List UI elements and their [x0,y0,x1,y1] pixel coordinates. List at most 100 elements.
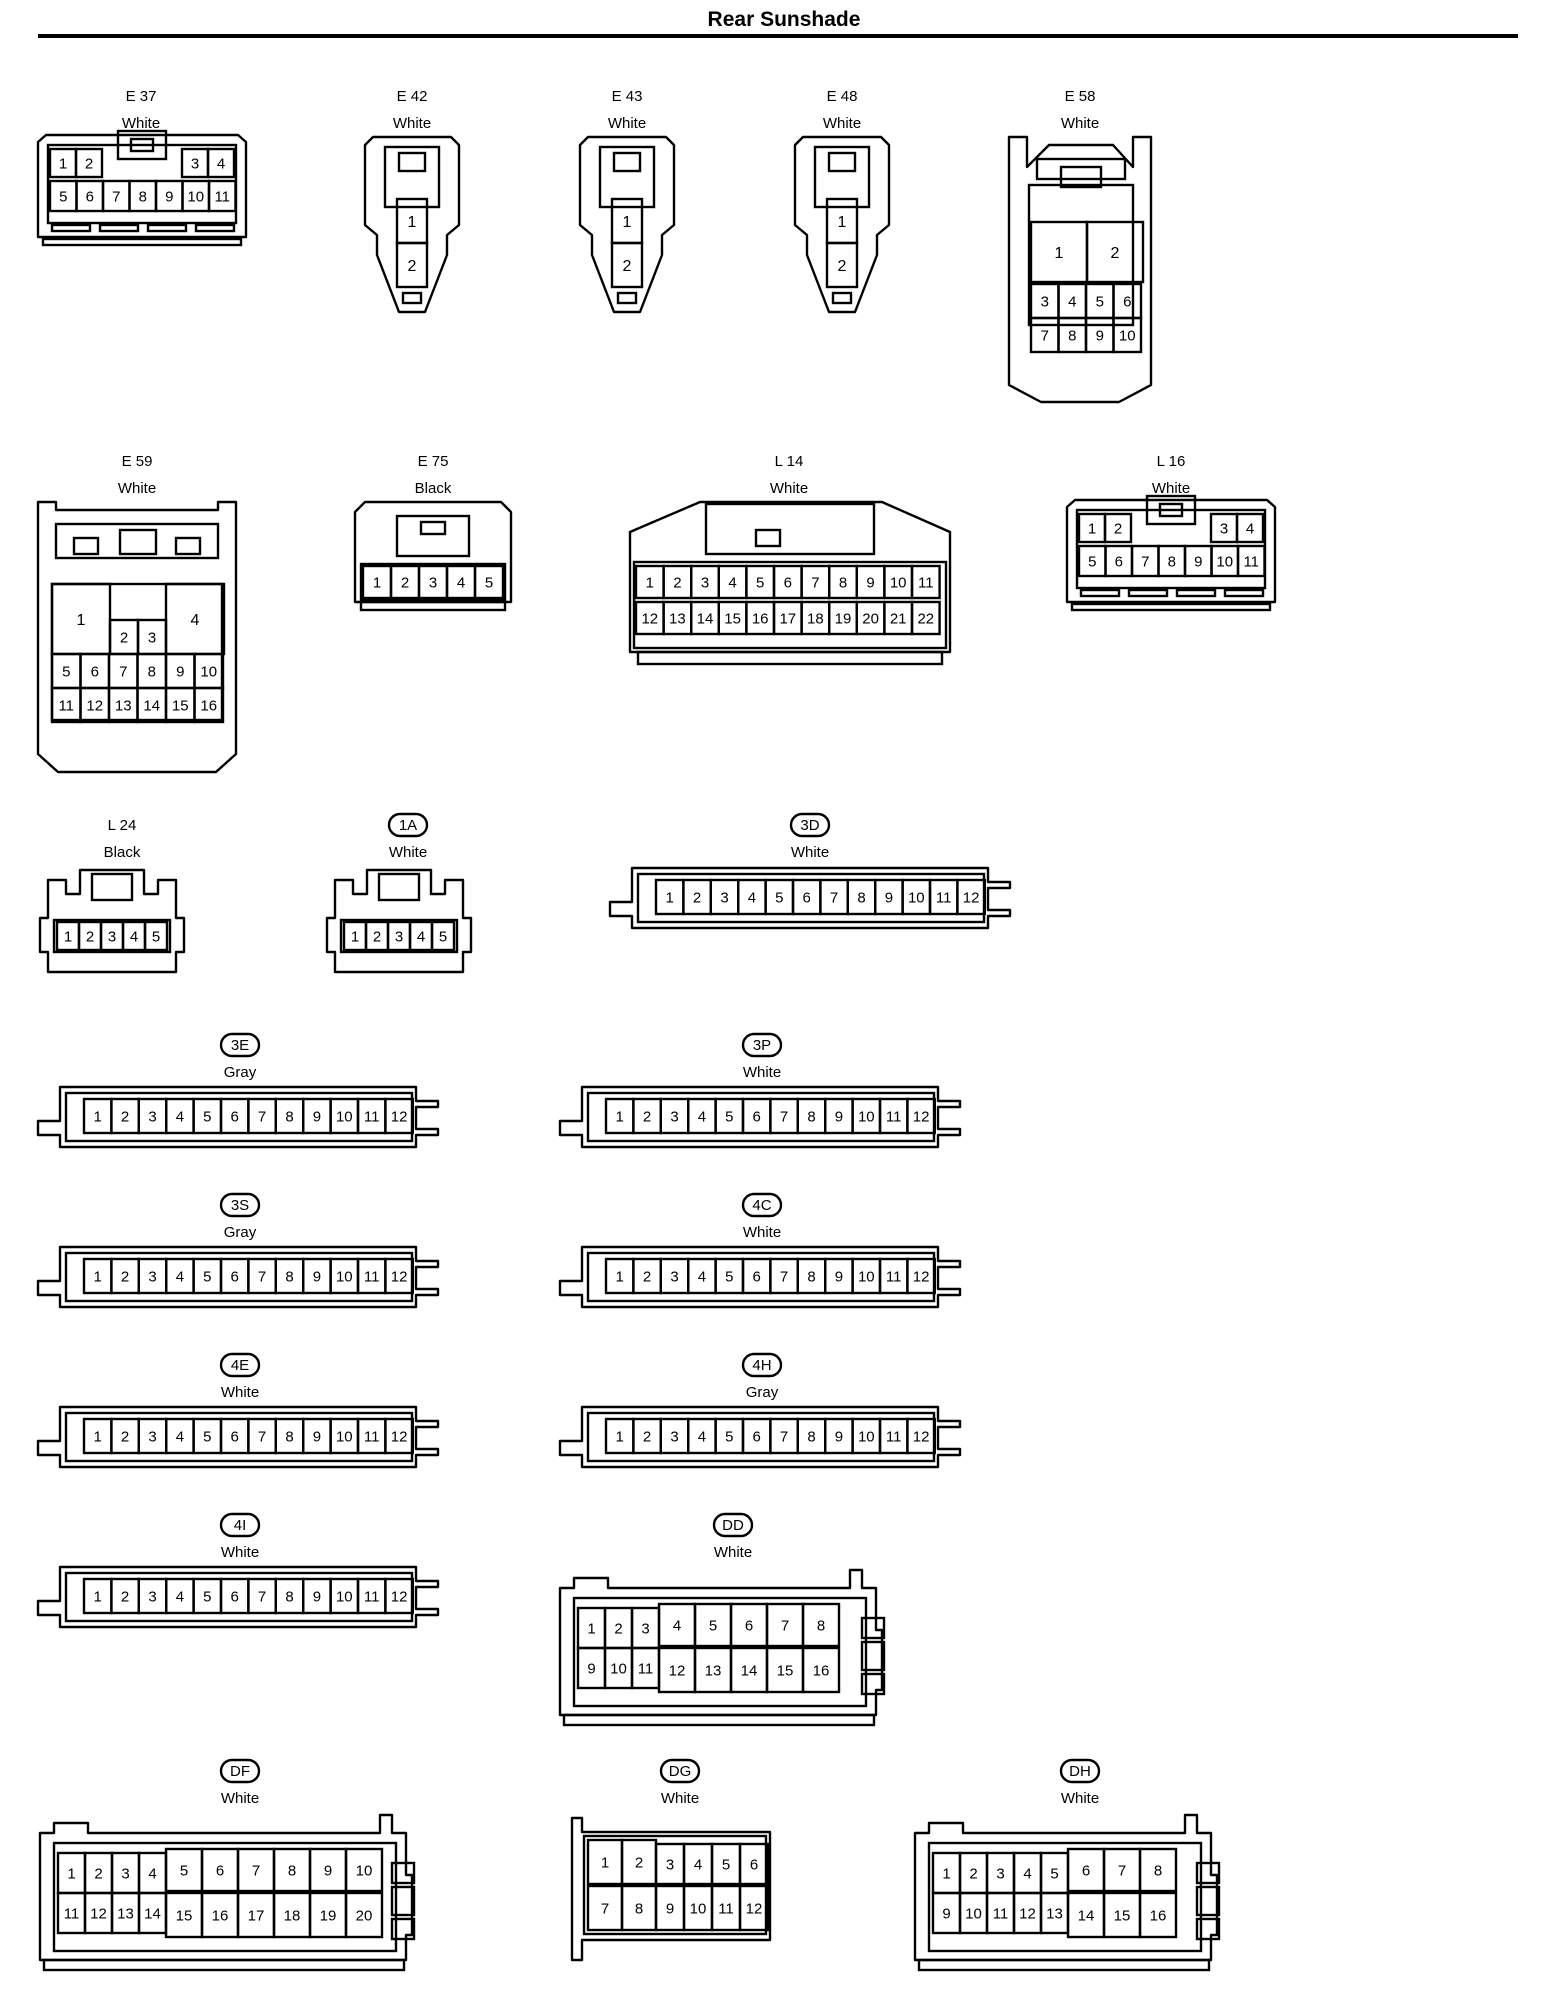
pin-number: 3 [1041,293,1049,310]
lock-slot [390,1917,416,1941]
latch [813,145,871,209]
pin-number: 8 [807,1108,815,1125]
pin-number: 6 [86,188,94,205]
pin-number: 5 [1088,553,1096,570]
pin-number: 6 [750,1856,758,1873]
pin-number: 8 [285,1588,293,1605]
connector-code: L 14 [775,453,804,470]
connector-code: E 43 [612,88,643,105]
pin-number: 8 [285,1268,293,1285]
connector-color: White [118,480,156,497]
connector-code: 4E [231,1357,249,1374]
pin-number: 4 [694,1856,702,1873]
pin-number: 11 [1243,553,1259,570]
pin-number: 1 [601,1854,609,1871]
pin-number: 14 [697,610,714,627]
pin-number: 6 [231,1108,239,1125]
pin-number: 6 [753,1108,761,1125]
pin-number: 11 [936,889,952,906]
pin-number: 8 [285,1428,293,1445]
housing-outline [578,135,676,314]
connector-color: White [791,844,829,861]
housing-outline [558,1085,962,1149]
connector-code: E 75 [418,453,449,470]
pin-number: 9 [1194,553,1202,570]
connector-code-oval [741,1192,783,1218]
pin-number: 15 [777,1662,794,1679]
connector-code-oval [712,1512,754,1538]
pin-number: 4 [176,1108,184,1125]
connector-code: DG [669,1763,692,1780]
pin-number: 12 [391,1428,408,1445]
pin-number: 8 [817,1617,825,1634]
housing-outline [608,866,1012,930]
latch [90,872,134,902]
pin-number: 20 [356,1907,373,1924]
pin-number: 11 [886,1268,902,1285]
pin-number: 9 [176,663,184,680]
pin-number: 2 [673,574,681,591]
pin-number: 6 [1082,1862,1090,1879]
connector-code: E 58 [1065,88,1096,105]
pin-number: 4 [1246,520,1254,537]
pin-number: 7 [258,1428,266,1445]
pin-number: 2 [85,155,93,172]
lock-slot [616,291,638,305]
pin-cell [801,1602,841,1648]
pin-number: 1 [1055,245,1064,262]
connector-color: White [608,115,646,132]
pin-number: 3 [1220,520,1228,537]
pin-number: 6 [803,889,811,906]
connector-color: White [714,1544,752,1561]
pin-number: 12 [913,1428,930,1445]
pin-number: 9 [165,188,173,205]
pin-number: 10 [890,574,907,591]
pin-number: 10 [187,188,204,205]
connector-code: 3E [231,1037,249,1054]
pin-number: 12 [1019,1905,1036,1922]
pin-cell [738,1884,770,1932]
pin-number: 1 [59,155,67,172]
lock-slot [860,1672,886,1696]
pin-number: 6 [231,1588,239,1605]
pin-cell [906,1417,937,1455]
pin-number: 15 [1114,1907,1131,1924]
pin-number: 3 [429,574,437,591]
pin-number: 6 [753,1268,761,1285]
pin-number: 12 [963,889,980,906]
housing-outline [913,1813,1219,1962]
pin-number: 2 [623,258,632,275]
housing-outline [36,133,248,239]
pin-cell [1085,220,1145,284]
pin-number: 5 [203,1268,211,1285]
pin-number: 4 [698,1428,706,1445]
connector-code: DF [230,1763,250,1780]
pin-number: 4 [1023,1865,1031,1882]
lock-slot [1195,1885,1221,1917]
pin-number: 12 [391,1108,408,1125]
pin-number: 9 [942,1905,950,1922]
pin-number: 4 [148,1865,156,1882]
pin-number: 5 [1050,1865,1058,1882]
connector-color: Gray [224,1224,257,1241]
pin-number: 1 [838,214,847,231]
pin-number: 5 [725,1428,733,1445]
pin-number: 6 [231,1428,239,1445]
pin-number: 11 [364,1108,380,1125]
pin-number: 11 [886,1108,902,1125]
pin-number: 5 [203,1428,211,1445]
pin-number: 3 [670,1428,678,1445]
pin-number: 9 [1096,327,1104,344]
connector-code-oval [659,1758,701,1784]
housing-outline [38,868,186,974]
